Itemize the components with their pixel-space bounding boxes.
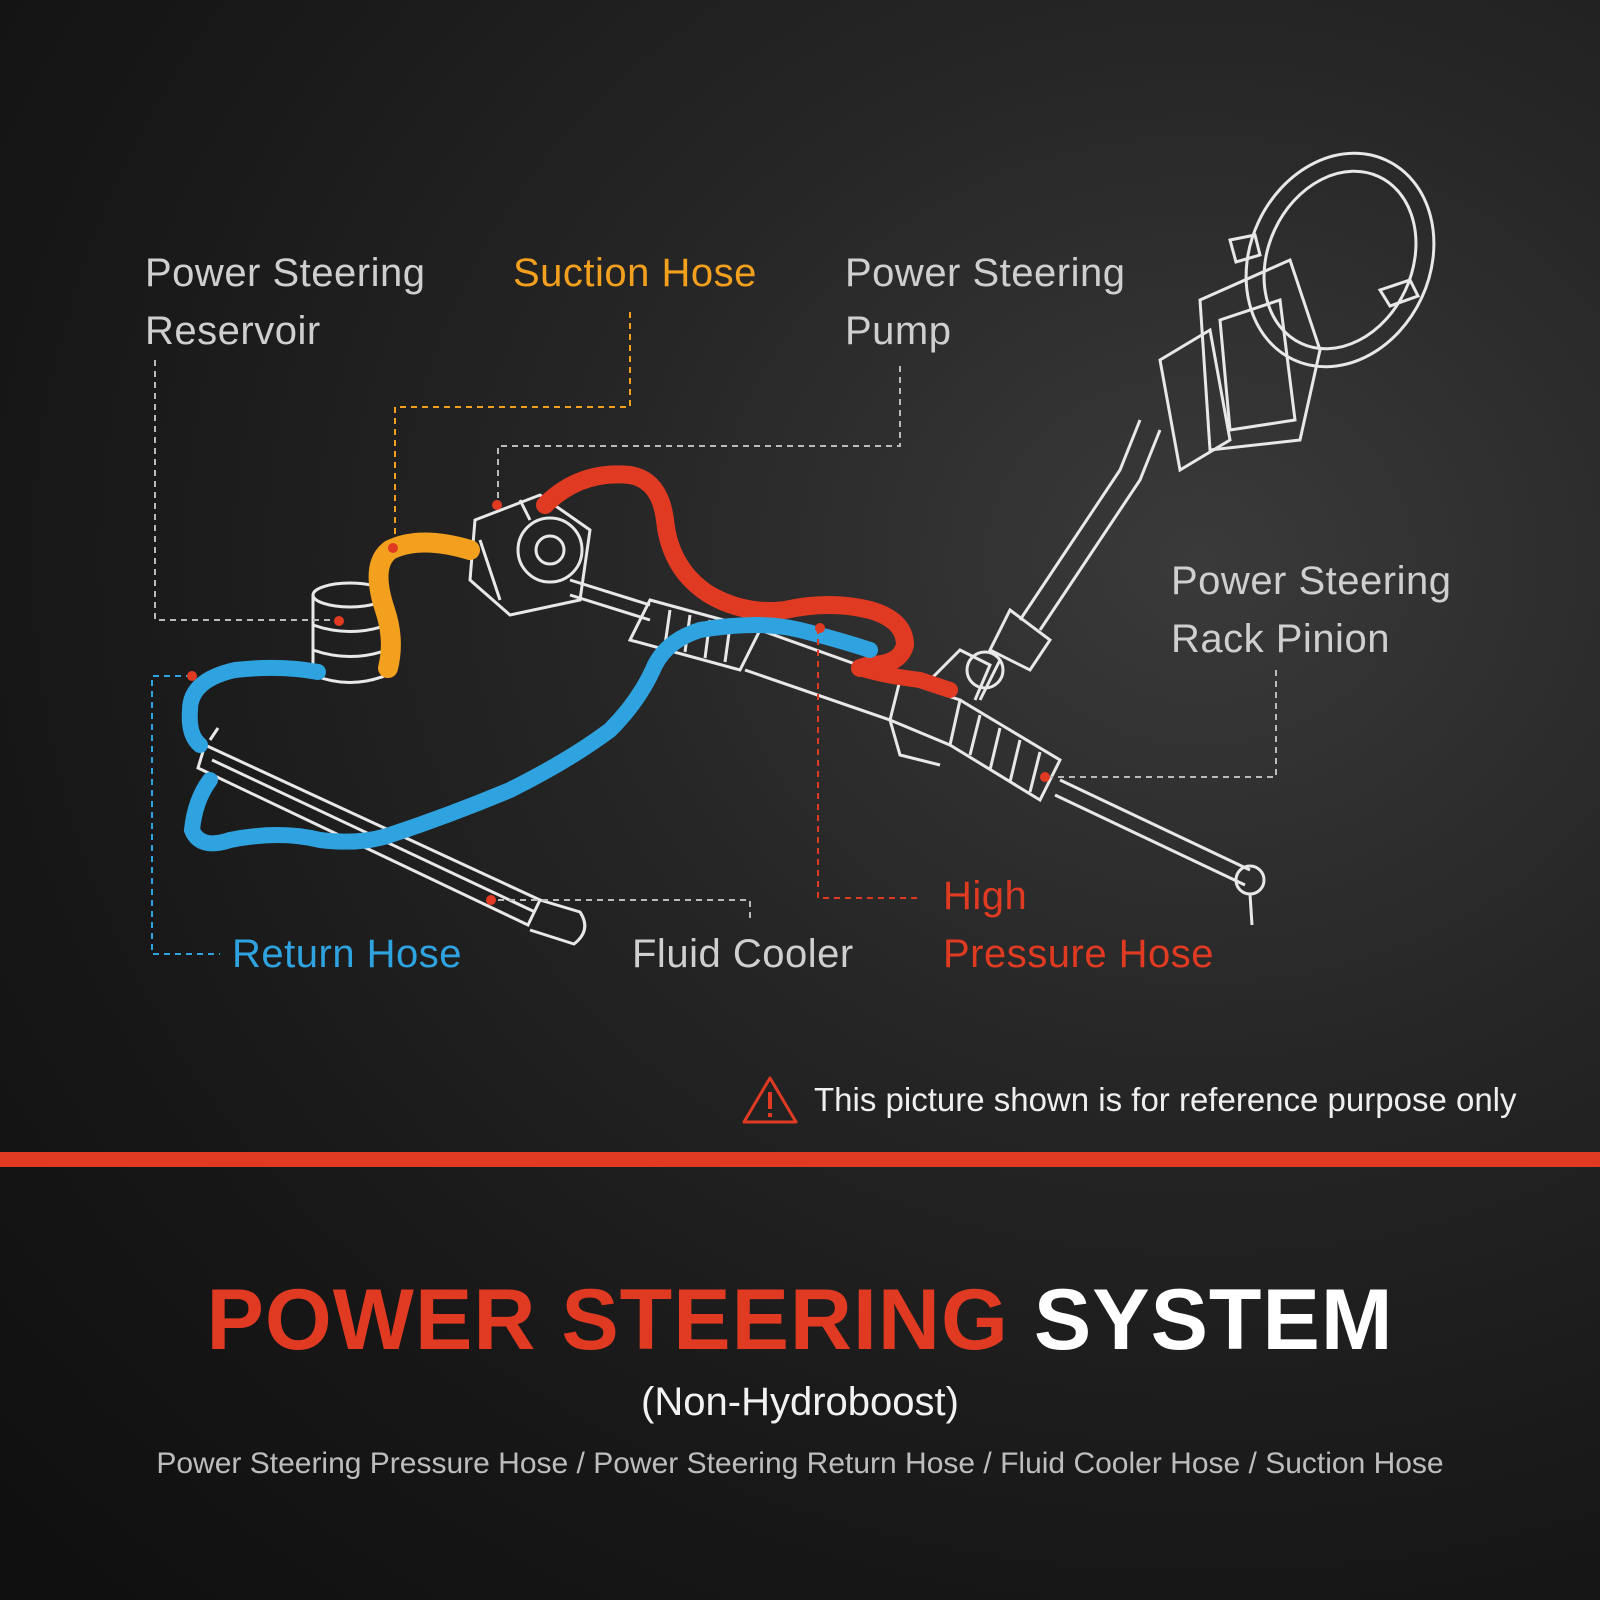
page-title: POWER STEERING SYSTEM (0, 1270, 1600, 1370)
return-hose-label: Return Hose (232, 932, 463, 976)
rack-label-line2: Rack Pinion (1171, 617, 1390, 661)
rack-pinion-label: Power Steering Rack Pinion (1171, 552, 1451, 668)
pump-label-line2: Pump (845, 309, 952, 353)
reservoir-label-line2: Reservoir (145, 309, 321, 353)
fluid-cooler-label: Fluid Cooler (632, 932, 854, 976)
high-pressure-label-line1: High (943, 874, 1028, 918)
power-steering-diagram (151, 151, 1436, 955)
title-part-white: SYSTEM (1033, 1272, 1394, 1368)
high-pressure-label-line2: Pressure Hose (943, 932, 1215, 976)
suction-hose-label: Suction Hose (513, 251, 757, 295)
warning-triangle-icon (742, 1076, 798, 1124)
pump-label-line1: Power Steering (845, 251, 1126, 295)
suction-hose (368, 532, 480, 678)
title-part-red: POWER STEERING (206, 1272, 1009, 1368)
high-pressure-hose-end (852, 660, 958, 698)
leader-lines (151, 312, 1277, 955)
notice-text: This picture shown is for reference purp… (814, 1081, 1517, 1118)
high-pressure-hose-label: High Pressure Hose (943, 867, 1214, 983)
reservoir-label: Power Steering Reservoir (145, 244, 425, 360)
pump (468, 493, 592, 617)
reservoir-label-line1: Power Steering (145, 251, 426, 295)
reference-notice: This picture shown is for reference purp… (740, 1070, 1517, 1130)
return-hose (181, 617, 878, 852)
high-pressure-hose (536, 465, 915, 677)
divider-bar (0, 1152, 1600, 1167)
rack-label-line1: Power Steering (1171, 559, 1452, 603)
marker-dots (187, 500, 1050, 905)
pump-label: Power Steering Pump (845, 244, 1125, 360)
page-subtitle: (Non-Hydroboost) (641, 1380, 959, 1424)
steering-column (965, 151, 1436, 701)
parts-list: Power Steering Pressure Hose / Power Ste… (156, 1447, 1444, 1480)
